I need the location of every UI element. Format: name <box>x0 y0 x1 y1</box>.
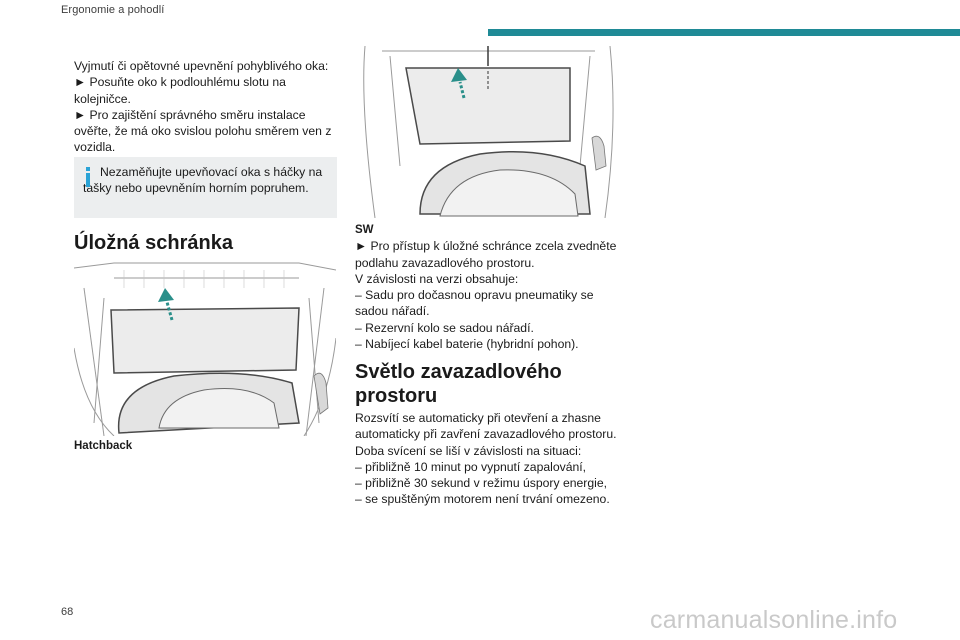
note-box: Nezaměňujte upevňovací oka s háčky na ta… <box>74 157 337 218</box>
header-accent-bar <box>488 29 960 36</box>
hatchback-trunk-illustration <box>74 262 336 436</box>
sw-trunk-illustration <box>363 46 614 218</box>
light-line: – přibližně 10 minut po vypnutí zapalová… <box>355 459 587 474</box>
storage-heading: Úložná schránka <box>74 232 233 254</box>
sw-line: – Nabíjecí kabel baterie (hybridní pohon… <box>355 337 579 352</box>
hatchback-caption: Hatchback <box>74 440 133 452</box>
intro-line: Vyjmutí či opětovné upevnění pohyblivého… <box>74 59 329 73</box>
sw-line: – Rezervní kolo se sadou nářadí. <box>355 320 534 335</box>
light-line: – přibližně 30 sekund v režimu úspory en… <box>355 476 608 491</box>
light-line: Doba svícení se liší v závislosti na sit… <box>355 443 582 458</box>
light-text: Rozsvítí se automaticky při otevření a z… <box>355 410 625 508</box>
intro-line: ► Posuňte oko k podlouhlému slotu na kol… <box>74 75 286 106</box>
light-line: Rozsvítí se automaticky při otevření a z… <box>355 411 617 442</box>
sw-text: SW ► Pro přístup k úložné schránce zcela… <box>355 222 625 352</box>
watermark: carmanualsonline.info <box>650 606 898 634</box>
light-heading: Světlo zavazadlového prostoru <box>355 361 562 407</box>
light-line: – se spuštěným motorem není trvání omeze… <box>355 492 610 507</box>
intro-line: ► Pro zajištění správného směru instalac… <box>74 107 332 155</box>
section-title: Ergonomie a pohodlí <box>61 4 165 16</box>
sw-label: SW <box>355 224 374 236</box>
info-icon <box>86 167 90 187</box>
sw-line: – Sadu pro dočasnou opravu pneumatiky se… <box>355 288 594 319</box>
sw-line: V závislosti na verzi obsahuje: <box>355 271 519 286</box>
sw-line: ► Pro přístup k úložné schránce zcela zv… <box>355 239 617 270</box>
note-text: Nezaměňujte upevňovací oka s háčky na ta… <box>83 165 323 196</box>
intro-text: Vyjmutí či opětovné upevnění pohyblivého… <box>74 58 336 156</box>
page-number: 68 <box>61 606 74 618</box>
